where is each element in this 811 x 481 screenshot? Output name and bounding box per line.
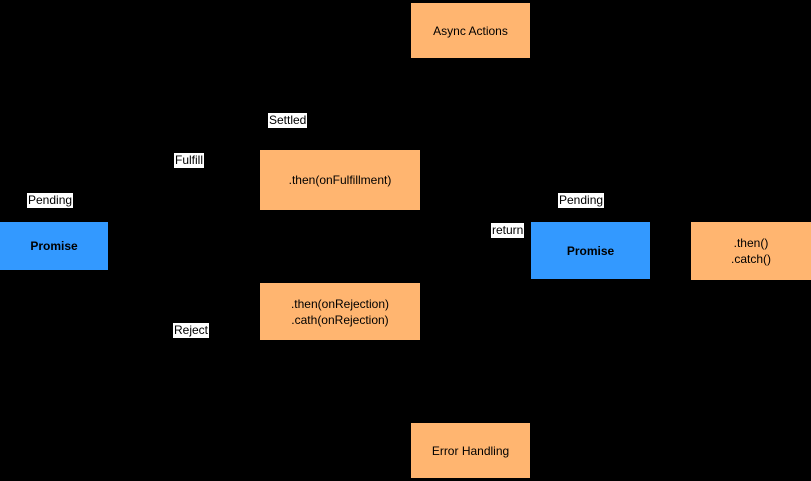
node-async-actions-label: Async Actions — [433, 23, 508, 38]
edge-label-return: return — [491, 223, 525, 238]
edge-label-fulfill: Fulfill — [174, 153, 205, 168]
node-then-on-fulfillment-label: .then(onFulfillment) — [288, 173, 392, 187]
edge-label-reject: Reject — [173, 323, 210, 338]
node-promise-initial-label: Promise — [30, 239, 78, 253]
node-then-on-fulfillment[interactable]: .then(onFulfillment) — [260, 150, 420, 210]
node-promise-returned-label: Promise — [566, 243, 615, 258]
edge-label-pending-right: Pending — [558, 193, 605, 208]
edge-label-settled: Settled — [268, 113, 308, 128]
node-async-actions[interactable]: Async Actions — [411, 3, 530, 58]
node-then-catch-on-rejection[interactable]: .then(onRejection) .cath(onRejection) — [260, 283, 420, 340]
node-then-catch-on-rejection-label: .then(onRejection) .cath(onRejection) — [290, 296, 390, 327]
node-error-handling-label: Error Handling — [431, 443, 510, 458]
node-then-catch-label: .then() .catch() — [730, 236, 771, 266]
node-error-handling[interactable]: Error Handling — [411, 423, 530, 478]
node-promise-initial[interactable]: Promise — [0, 222, 108, 270]
node-promise-returned[interactable]: Promise — [531, 222, 650, 279]
edge-label-pending-left: Pending — [27, 193, 74, 208]
node-then-catch[interactable]: .then() .catch() — [691, 222, 811, 280]
